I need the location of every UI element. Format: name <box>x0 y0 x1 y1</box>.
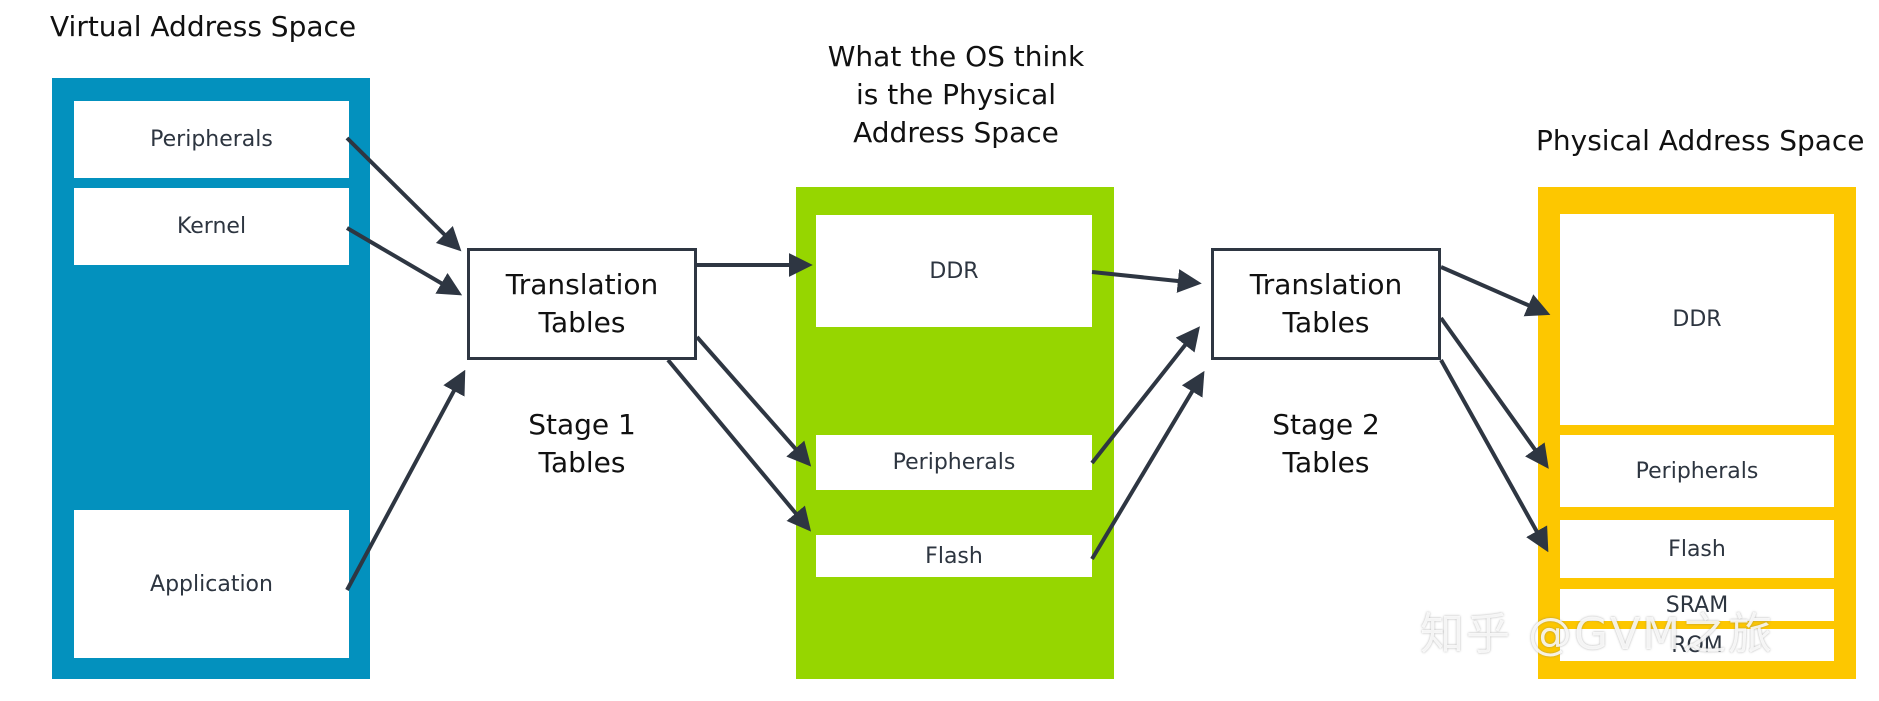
physical-address-space-title: Physical Address Space <box>1536 124 1865 157</box>
arrow-os-ddr-to-stage2 <box>1091 269 1202 293</box>
physical-region-peripherals-label: Peripherals <box>1635 458 1759 484</box>
arrow-virtual-application-to-stage1 <box>345 369 466 591</box>
os-region-ddr: DDR <box>816 215 1092 327</box>
arrow-virtual-kernel-to-stage1 <box>345 226 463 296</box>
arrow-stage2-to-physical-ddr <box>1440 265 1551 317</box>
virtual-region-peripherals-label: Peripherals <box>150 127 273 152</box>
arrow-os-peripherals-to-stage2 <box>1090 326 1200 465</box>
os-region-peripherals: Peripherals <box>816 435 1092 490</box>
os-region-peripherals-label: Peripherals <box>892 450 1016 475</box>
physical-region-ddr-label: DDR <box>1672 307 1722 332</box>
virtual-region-peripherals: Peripherals <box>74 101 349 178</box>
arrow-stage2-to-physical-flash <box>1439 359 1549 553</box>
physical-region-rom-label: ROM <box>1671 632 1723 658</box>
stage1-translation-label: Translation <box>505 268 659 301</box>
stage1-tables-label: Tables <box>538 306 626 339</box>
stage2-label-line-1: Stage 2 <box>1272 408 1380 441</box>
virtual-address-space-column: Peripherals Kernel Application <box>52 78 370 679</box>
os-title-line-2: is the Physical <box>855 78 1057 111</box>
stage1-translation-tables-box: Translation Tables <box>467 248 697 360</box>
virtual-region-application-label: Application <box>150 571 273 597</box>
physical-region-sram-label: SRAM <box>1665 592 1729 618</box>
watermark: 知乎 @GVM之旅 <box>1420 609 1775 660</box>
physical-address-space-column: DDR Peripherals Flash SRAM ROM <box>1538 187 1856 679</box>
stage2-translation-label: Translation <box>1249 268 1403 301</box>
os-physical-address-space-title: What the OS think is the Physical Addres… <box>796 38 1116 152</box>
arrow-os-flash-to-stage2 <box>1090 370 1205 561</box>
virtual-region-kernel: Kernel <box>74 188 349 265</box>
os-region-flash: Flash <box>816 535 1092 577</box>
os-region-flash-label: Flash <box>925 543 983 569</box>
arrow-virtual-peripherals-to-stage1 <box>345 136 462 252</box>
stage1-label-line-2: Tables <box>538 446 626 479</box>
virtual-address-space-title: Virtual Address Space <box>50 10 357 43</box>
stage2-label: Stage 2 Tables <box>1226 406 1426 482</box>
physical-region-peripherals: Peripherals <box>1560 435 1834 507</box>
physical-region-rom: ROM <box>1560 629 1834 661</box>
arrow-stage1-to-os-peripherals <box>695 335 812 467</box>
os-title-line-3: Address Space <box>853 116 1059 149</box>
stage2-tables-label: Tables <box>1282 306 1370 339</box>
stage1-label: Stage 1 Tables <box>482 406 682 482</box>
arrow-stage2-to-physical-peripherals <box>1439 316 1549 469</box>
physical-region-flash-label: Flash <box>1668 536 1726 562</box>
physical-region-ddr: DDR <box>1560 214 1834 425</box>
os-title-line-1: What the OS think <box>827 40 1085 73</box>
physical-region-flash: Flash <box>1560 520 1834 578</box>
arrow-stage1-to-os-flash <box>666 358 812 532</box>
virtual-region-application: Application <box>74 510 349 658</box>
os-region-ddr-label: DDR <box>929 258 979 284</box>
stage2-label-line-2: Tables <box>1282 446 1370 479</box>
os-physical-address-space-column: DDR Peripherals Flash <box>796 187 1114 679</box>
virtual-region-kernel-label: Kernel <box>176 214 247 239</box>
stage1-label-line-1: Stage 1 <box>528 408 636 441</box>
stage2-translation-tables-box: Translation Tables <box>1211 248 1441 360</box>
physical-region-sram: SRAM <box>1560 589 1834 621</box>
